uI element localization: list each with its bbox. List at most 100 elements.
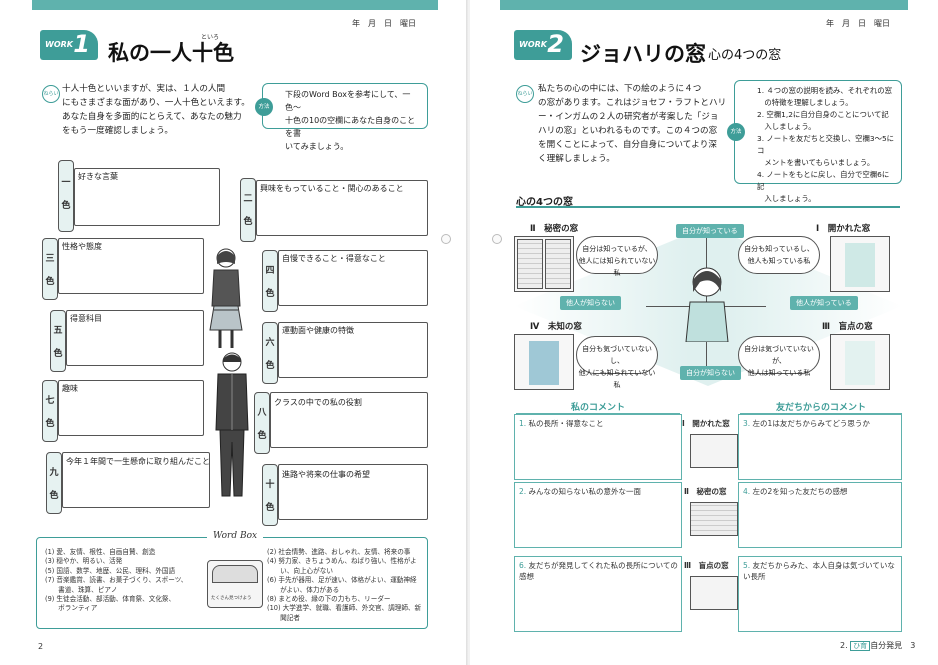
punch-hole	[492, 234, 502, 244]
answer-field-2[interactable]	[256, 180, 428, 236]
work-number: 2	[547, 30, 564, 58]
mid-label-open: Ⅰ 開かれた窓	[682, 419, 730, 428]
comment-box-5[interactable]: 5. 友だちからみた、本人自身は気づいていない長所	[738, 556, 902, 632]
my-comment-header: 私のコメント	[516, 400, 680, 415]
comment-box-6[interactable]: 6. 友だちが発見してくれた私の長所についての感想	[514, 556, 682, 632]
field-label: 興味をもっていること・関心のあること	[260, 184, 404, 193]
open-window-icon	[830, 236, 890, 292]
chest-label: たくさん見つけよう	[211, 596, 252, 601]
scroll-marker: 二色	[240, 178, 256, 242]
answer-field-10[interactable]	[278, 464, 428, 520]
comment-box-2[interactable]: 2. みんなの知らない私の意外な一面	[514, 482, 682, 548]
word-box-title: Word Box	[207, 531, 264, 541]
axis-label-others-unknown: 他人が知らない	[560, 296, 621, 310]
work-badge: WORK 2	[514, 30, 572, 60]
open-window-caption: 自分も知っているし、他人も知っている私	[738, 236, 820, 274]
scroll-marker: 三色	[42, 238, 58, 300]
aim-icon: ねらい	[42, 85, 60, 103]
window-label-secret: Ⅱ 秘密の窓	[530, 224, 579, 234]
method-box: 方法 1. ４つの窓の説明を読み、それぞれの窓 の特徴を理解しましょう。 2. …	[727, 80, 902, 203]
intro-line: にもさまざまな面があり、一人十色といえます。	[62, 98, 250, 108]
answer-field-6[interactable]	[278, 322, 428, 378]
diagram-title: 心の4つの窓	[516, 197, 573, 208]
blind-window-icon	[830, 334, 890, 390]
answer-field-4[interactable]	[278, 250, 428, 306]
page-subtitle: 心の4つの窓	[708, 48, 782, 63]
diagram-title-underline	[516, 206, 900, 208]
field-label: 今年１年間で一生懸命に取り組んだこと	[66, 457, 210, 466]
axis-label-others-know: 他人が知っている	[790, 296, 858, 310]
answer-field-1[interactable]	[74, 168, 220, 226]
date-line: 年 月 日 曜日	[826, 19, 890, 28]
punch-hole	[441, 234, 451, 244]
method-box: 方法 下段のWord Boxを参考にして、一色〜 十色の10の空欄にあなた自身の…	[255, 83, 428, 151]
left-top-bar	[32, 0, 438, 10]
page-number: 2	[38, 642, 44, 651]
right-page: 年 月 日 曜日 WORK 2 ジョハリの窓 心の4つの窓 ねらい 私たちの心の…	[470, 0, 938, 665]
scroll-marker: 五色	[50, 310, 66, 372]
book-gutter	[466, 0, 472, 665]
unknown-window-icon	[514, 334, 574, 390]
method-icon: 方法	[727, 123, 745, 141]
method-icon: 方法	[255, 98, 273, 116]
field-label: 運動面や健康の特徴	[282, 326, 354, 335]
left-page: 年 月 日 曜日 WORK 1 といろ 私の一人十色 ねらい 十人十色といいます…	[0, 0, 468, 665]
thinking-girl-illustration	[685, 267, 729, 342]
mid-label-blind: Ⅲ 盲点の窓	[684, 561, 729, 570]
field-label: 趣味	[62, 384, 78, 393]
work-number: 1	[73, 30, 90, 58]
mini-blind-window-icon	[690, 576, 738, 610]
girl-student-illustration	[209, 248, 243, 348]
page-number: 3	[910, 641, 916, 650]
method-line: 十色の10の空欄にあなた自身のことを書	[285, 116, 416, 138]
answer-field-5[interactable]	[66, 310, 204, 366]
boy-student-illustration	[215, 352, 249, 497]
intro-line: あなた自身を多面的にとらえて、あなたの魅力	[62, 112, 242, 122]
work-label: WORK	[519, 40, 547, 49]
secret-window-caption: 自分は知っているが、他人には知られていない私	[576, 236, 658, 277]
work-label: WORK	[45, 40, 73, 49]
method-line: 下段のWord Boxを参考にして、一色〜	[285, 90, 411, 112]
footer: 2. ひ育自分発見 3	[840, 641, 916, 651]
mini-open-window-icon	[690, 434, 738, 468]
right-top-bar	[500, 0, 908, 10]
intro-text: 私たちの心の中には、下の絵のように４つ の窓があります。これはジョセフ・ラフトと…	[538, 84, 727, 164]
intro-text: 十人十色といいますが、実は、１人の人間 にもさまざまな面があり、一人十色といえま…	[62, 82, 252, 138]
answer-field-9[interactable]	[62, 452, 210, 508]
answer-field-3[interactable]	[58, 238, 204, 294]
scroll-marker: 十色	[262, 464, 278, 526]
field-label: 好きな言葉	[78, 172, 118, 181]
window-label-open: Ⅰ 開かれた窓	[816, 224, 871, 234]
scroll-marker: 六色	[262, 322, 278, 384]
mini-secret-window-icon	[690, 502, 738, 536]
mid-label-secret: Ⅱ 秘密の窓	[684, 487, 727, 496]
date-line: 年 月 日 曜日	[352, 19, 416, 28]
unknown-window-caption: 自分も気づいていないし、他人にも知られていない私	[576, 336, 658, 389]
secret-window-icon	[514, 236, 574, 292]
word-box-col-right: (2) 社会情勢、進路、おしゃれ、友情、将来の事 (4) 努力家、きちょうめん、…	[267, 548, 422, 622]
method-line: いてみましょう。	[285, 142, 349, 151]
field-label: 性格や態度	[62, 242, 102, 251]
comment-box-3[interactable]: 3. 左の1は友だちからみてどう思うか	[738, 414, 902, 480]
intro-line: をもう一度確認しましょう。	[62, 126, 173, 136]
blind-window-caption: 自分は気づいていないが、他人は知っている私	[738, 336, 820, 377]
window-label-blind: Ⅲ 盲点の窓	[822, 322, 873, 332]
word-box: Word Box (1) 愛、友情、根性、自画自賛、創造 (3) 穏やか、明るい…	[36, 531, 428, 629]
comment-box-1[interactable]: 1. 私の長所・得意なこと	[514, 414, 682, 480]
comment-box-4[interactable]: 4. 左の2を知った友だちの感想	[738, 482, 902, 548]
window-label-unknown: Ⅳ 未知の窓	[530, 322, 582, 332]
work-badge: WORK 1	[40, 30, 98, 60]
intro-line: 十人十色といいますが、実は、１人の人間	[62, 84, 226, 94]
scroll-marker: 四色	[262, 250, 278, 312]
answer-field-8[interactable]	[270, 392, 428, 448]
answer-field-7[interactable]	[58, 380, 204, 436]
aim-icon: ねらい	[516, 85, 534, 103]
field-label: クラスの中での私の役割	[274, 398, 362, 407]
axis-label-self-unknown: 自分が知らない	[680, 366, 741, 380]
title-ruby: といろ	[201, 34, 220, 41]
word-box-col-left: (1) 愛、友情、根性、自画自賛、創造 (3) 穏やか、明るい、活発 (5) 国…	[45, 548, 188, 613]
field-label: 自慢できること・得意なこと	[282, 254, 386, 263]
scroll-marker: 八色	[254, 392, 270, 454]
scroll-marker: 七色	[42, 380, 58, 442]
field-label: 進路や将来の仕事の希望	[282, 470, 370, 479]
